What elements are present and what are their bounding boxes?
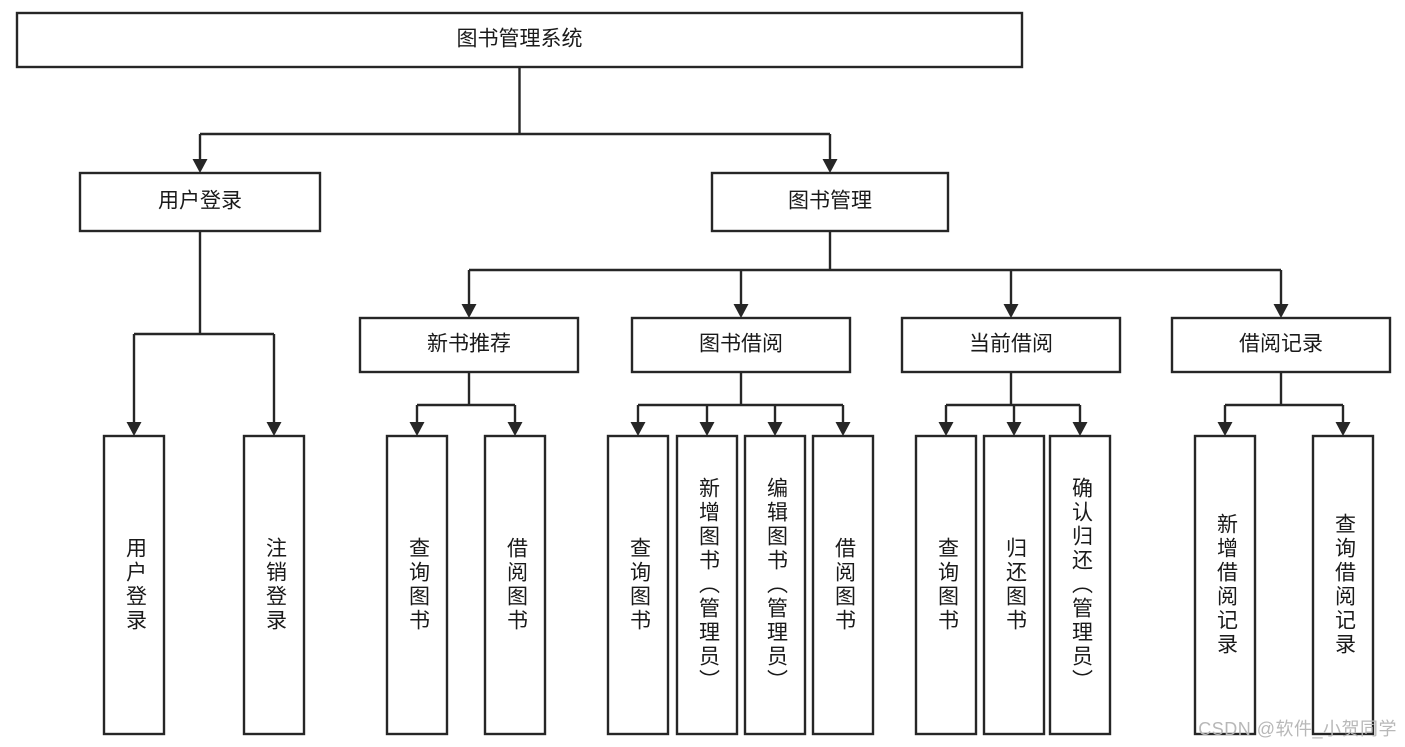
node-box-leaf-add-book bbox=[675, 434, 739, 736]
node-leaf-borrow-book-2[interactable]: 借阅图书 bbox=[811, 434, 875, 736]
node-leaf-user-login[interactable]: 用户登录 bbox=[102, 434, 166, 736]
node-borrow-record[interactable]: 借阅记录 bbox=[1170, 316, 1392, 374]
node-leaf-borrow-book-1[interactable]: 借阅图书 bbox=[483, 434, 547, 736]
node-box-leaf-query-book-2 bbox=[606, 434, 670, 736]
node-label-leaf-return-book: 归还图书 bbox=[1003, 537, 1027, 633]
node-box-leaf-confirm-return bbox=[1048, 434, 1112, 736]
node-leaf-return-book[interactable]: 归还图书 bbox=[982, 434, 1046, 736]
node-box-leaf-edit-book bbox=[743, 434, 807, 736]
node-box-new-book-rec bbox=[358, 316, 580, 374]
arrow-leaf-add-book-head bbox=[699, 422, 715, 436]
nodes-layer: 图书管理系统用户登录图书管理用户登录注销登录新书推荐查询图书借阅图书图书借阅查询… bbox=[15, 11, 1392, 736]
node-leaf-confirm-return[interactable]: 确认归还（管理员） bbox=[1048, 434, 1112, 736]
node-box-book-borrow bbox=[630, 316, 852, 374]
node-label-borrow-record: 借阅记录 bbox=[1239, 333, 1323, 356]
node-label-leaf-borrow-book-1: 借阅图书 bbox=[504, 537, 528, 633]
node-leaf-query-book-1[interactable]: 查询图书 bbox=[385, 434, 449, 736]
arrow-user-login-head bbox=[192, 159, 208, 173]
node-box-leaf-borrow-book-2 bbox=[811, 434, 875, 736]
node-leaf-query-record[interactable]: 查询借阅记录 bbox=[1311, 434, 1375, 736]
node-root[interactable]: 图书管理系统 bbox=[15, 11, 1024, 69]
edges-layer bbox=[126, 67, 1351, 436]
node-box-leaf-query-book-1 bbox=[385, 434, 449, 736]
node-label-leaf-user-logout: 注销登录 bbox=[263, 537, 287, 633]
node-label-leaf-user-login: 用户登录 bbox=[123, 537, 147, 633]
node-box-book-manage bbox=[710, 171, 950, 233]
arrow-leaf-borrow-book-1-head bbox=[507, 422, 523, 436]
node-label-leaf-confirm-return: 确认归还（管理员） bbox=[1069, 477, 1093, 693]
node-leaf-add-book[interactable]: 新增图书（管理员） bbox=[675, 434, 739, 736]
node-label-book-borrow: 图书借阅 bbox=[699, 333, 783, 356]
node-label-leaf-add-record: 新增借阅记录 bbox=[1214, 513, 1238, 657]
arrow-leaf-query-book-3-head bbox=[938, 422, 954, 436]
arrow-book-manage-head bbox=[822, 159, 838, 173]
node-leaf-query-book-3[interactable]: 查询图书 bbox=[914, 434, 978, 736]
node-label-user-login: 用户登录 bbox=[158, 190, 242, 213]
node-box-leaf-query-book-3 bbox=[914, 434, 978, 736]
arrow-leaf-user-login-head bbox=[126, 422, 142, 436]
node-leaf-query-book-2[interactable]: 查询图书 bbox=[606, 434, 670, 736]
arrow-leaf-query-book-2-head bbox=[630, 422, 646, 436]
node-box-borrow-record bbox=[1170, 316, 1392, 374]
node-box-leaf-query-record bbox=[1311, 434, 1375, 736]
arrow-leaf-return-book-head bbox=[1006, 422, 1022, 436]
arrow-leaf-add-record-head bbox=[1217, 422, 1233, 436]
node-box-leaf-return-book bbox=[982, 434, 1046, 736]
node-label-root: 图书管理系统 bbox=[457, 28, 583, 51]
node-label-leaf-add-book: 新增图书（管理员） bbox=[696, 477, 720, 693]
arrow-book-borrow-head bbox=[733, 304, 749, 318]
node-label-leaf-query-book-3: 查询图书 bbox=[935, 537, 959, 633]
node-label-leaf-query-book-2: 查询图书 bbox=[627, 537, 651, 633]
node-label-new-book-rec: 新书推荐 bbox=[427, 333, 511, 356]
node-label-current-borrow: 当前借阅 bbox=[969, 333, 1053, 356]
arrow-leaf-query-book-1-head bbox=[409, 422, 425, 436]
node-box-leaf-user-login bbox=[102, 434, 166, 736]
node-box-user-login bbox=[78, 171, 322, 233]
node-current-borrow[interactable]: 当前借阅 bbox=[900, 316, 1122, 374]
node-label-leaf-query-record: 查询借阅记录 bbox=[1332, 513, 1356, 657]
arrow-leaf-borrow-book-2-head bbox=[835, 422, 851, 436]
node-leaf-add-record[interactable]: 新增借阅记录 bbox=[1193, 434, 1257, 736]
node-box-current-borrow bbox=[900, 316, 1122, 374]
arrow-leaf-edit-book-head bbox=[767, 422, 783, 436]
arrow-leaf-query-record-head bbox=[1335, 422, 1351, 436]
node-box-leaf-add-record bbox=[1193, 434, 1257, 736]
node-leaf-edit-book[interactable]: 编辑图书（管理员） bbox=[743, 434, 807, 736]
node-leaf-user-logout[interactable]: 注销登录 bbox=[242, 434, 306, 736]
arrow-leaf-user-logout-head bbox=[266, 422, 282, 436]
arrow-current-borrow-head bbox=[1003, 304, 1019, 318]
node-label-leaf-edit-book: 编辑图书（管理员） bbox=[764, 477, 788, 693]
node-label-leaf-borrow-book-2: 借阅图书 bbox=[832, 537, 856, 633]
node-label-leaf-query-book-1: 查询图书 bbox=[406, 537, 430, 633]
arrow-borrow-record-head bbox=[1273, 304, 1289, 318]
node-label-book-manage: 图书管理 bbox=[788, 190, 872, 213]
node-user-login[interactable]: 用户登录 bbox=[78, 171, 322, 233]
node-box-leaf-borrow-book-1 bbox=[483, 434, 547, 736]
node-book-manage[interactable]: 图书管理 bbox=[710, 171, 950, 233]
arrow-new-book-rec-head bbox=[461, 304, 477, 318]
arrow-leaf-confirm-return-head bbox=[1072, 422, 1088, 436]
node-new-book-rec[interactable]: 新书推荐 bbox=[358, 316, 580, 374]
node-box-leaf-user-logout bbox=[242, 434, 306, 736]
node-book-borrow[interactable]: 图书借阅 bbox=[630, 316, 852, 374]
node-box-root bbox=[15, 11, 1024, 69]
